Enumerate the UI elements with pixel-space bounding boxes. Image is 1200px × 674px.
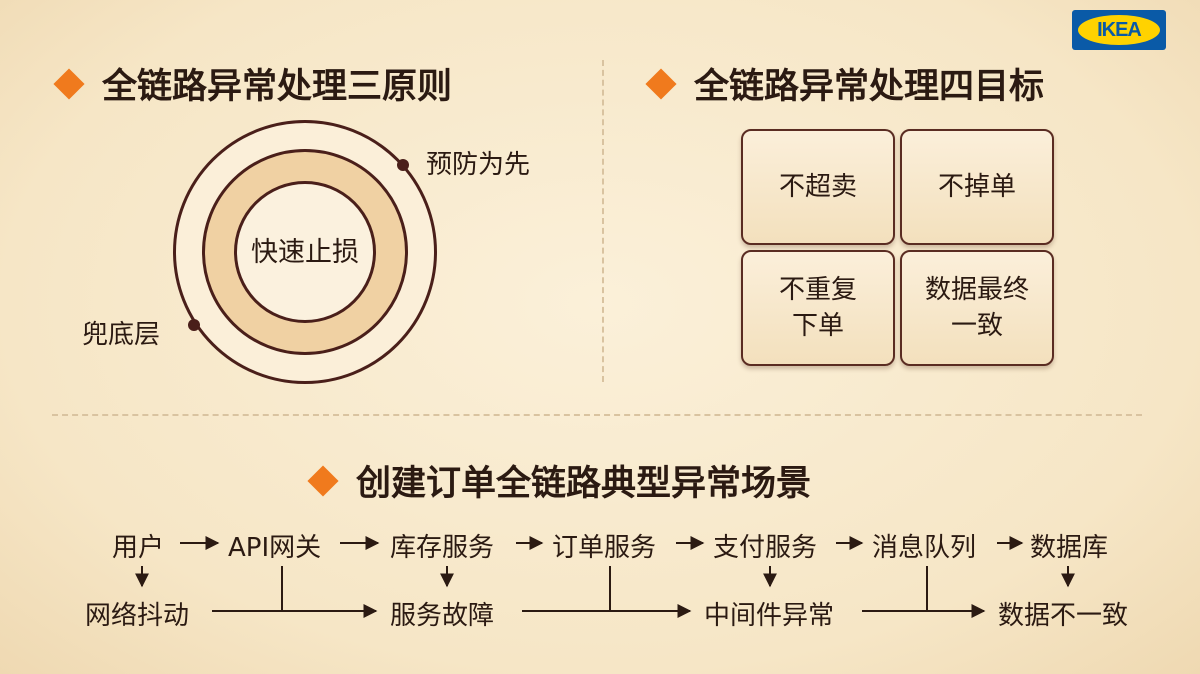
inner-ring — [234, 181, 376, 323]
outer-ring-marker — [397, 159, 409, 171]
exception-node: 服务故障 — [390, 601, 495, 631]
goals-heading: 全链路异常处理四目标 — [645, 58, 1045, 109]
inner-ring-label: 快速止损 — [251, 237, 359, 268]
scenarios-title: 创建订单全链路典型异常场景 — [356, 464, 812, 504]
ikea-logo: IKEA — [1072, 10, 1166, 50]
logo-text: IKEA — [1097, 19, 1142, 41]
goal-cell: 不重复下单 — [741, 250, 895, 366]
goal-text: 不掉单 — [937, 172, 1016, 202]
principles-heading: 全链路异常处理三原则 — [53, 58, 453, 109]
horizontal-divider — [52, 414, 1142, 416]
principles-title: 全链路异常处理三原则 — [102, 67, 453, 107]
goal-text: 不超卖 — [778, 172, 857, 202]
goal-text: 数据最终 — [924, 275, 1029, 305]
goal-text: 不重复 — [778, 275, 857, 305]
goal-cell: 不超卖 — [741, 129, 895, 245]
middle-ring-marker — [188, 319, 200, 331]
flow-node: 库存服务 — [390, 533, 495, 563]
logo-oval — [1078, 15, 1160, 45]
goal-cell: 不掉单 — [900, 129, 1054, 245]
exception-node: 中间件异常 — [704, 601, 835, 631]
flow-node: 消息队列 — [872, 533, 977, 563]
scenarios-heading: 创建订单全链路典型异常场景 — [307, 455, 812, 506]
flow-node: 支付服务 — [713, 533, 818, 563]
middle-ring-label: 兜底层 — [82, 320, 161, 350]
goal-cell: 数据最终一致 — [900, 250, 1054, 366]
flow-node: 数据库 — [1030, 533, 1109, 563]
goals-title: 全链路异常处理四目标 — [694, 67, 1045, 107]
outer-ring-label: 预防为先 — [426, 150, 531, 180]
goal-text: 下单 — [791, 311, 844, 341]
exception-node: 数据不一致 — [998, 601, 1129, 631]
flow-node: API网关 — [228, 533, 322, 563]
vertical-divider — [602, 60, 604, 382]
goal-text: 一致 — [950, 311, 1003, 341]
flow-node: 订单服务 — [552, 533, 657, 563]
exception-node: 网络抖动 — [85, 601, 190, 631]
flow-node: 用户 — [112, 533, 165, 563]
